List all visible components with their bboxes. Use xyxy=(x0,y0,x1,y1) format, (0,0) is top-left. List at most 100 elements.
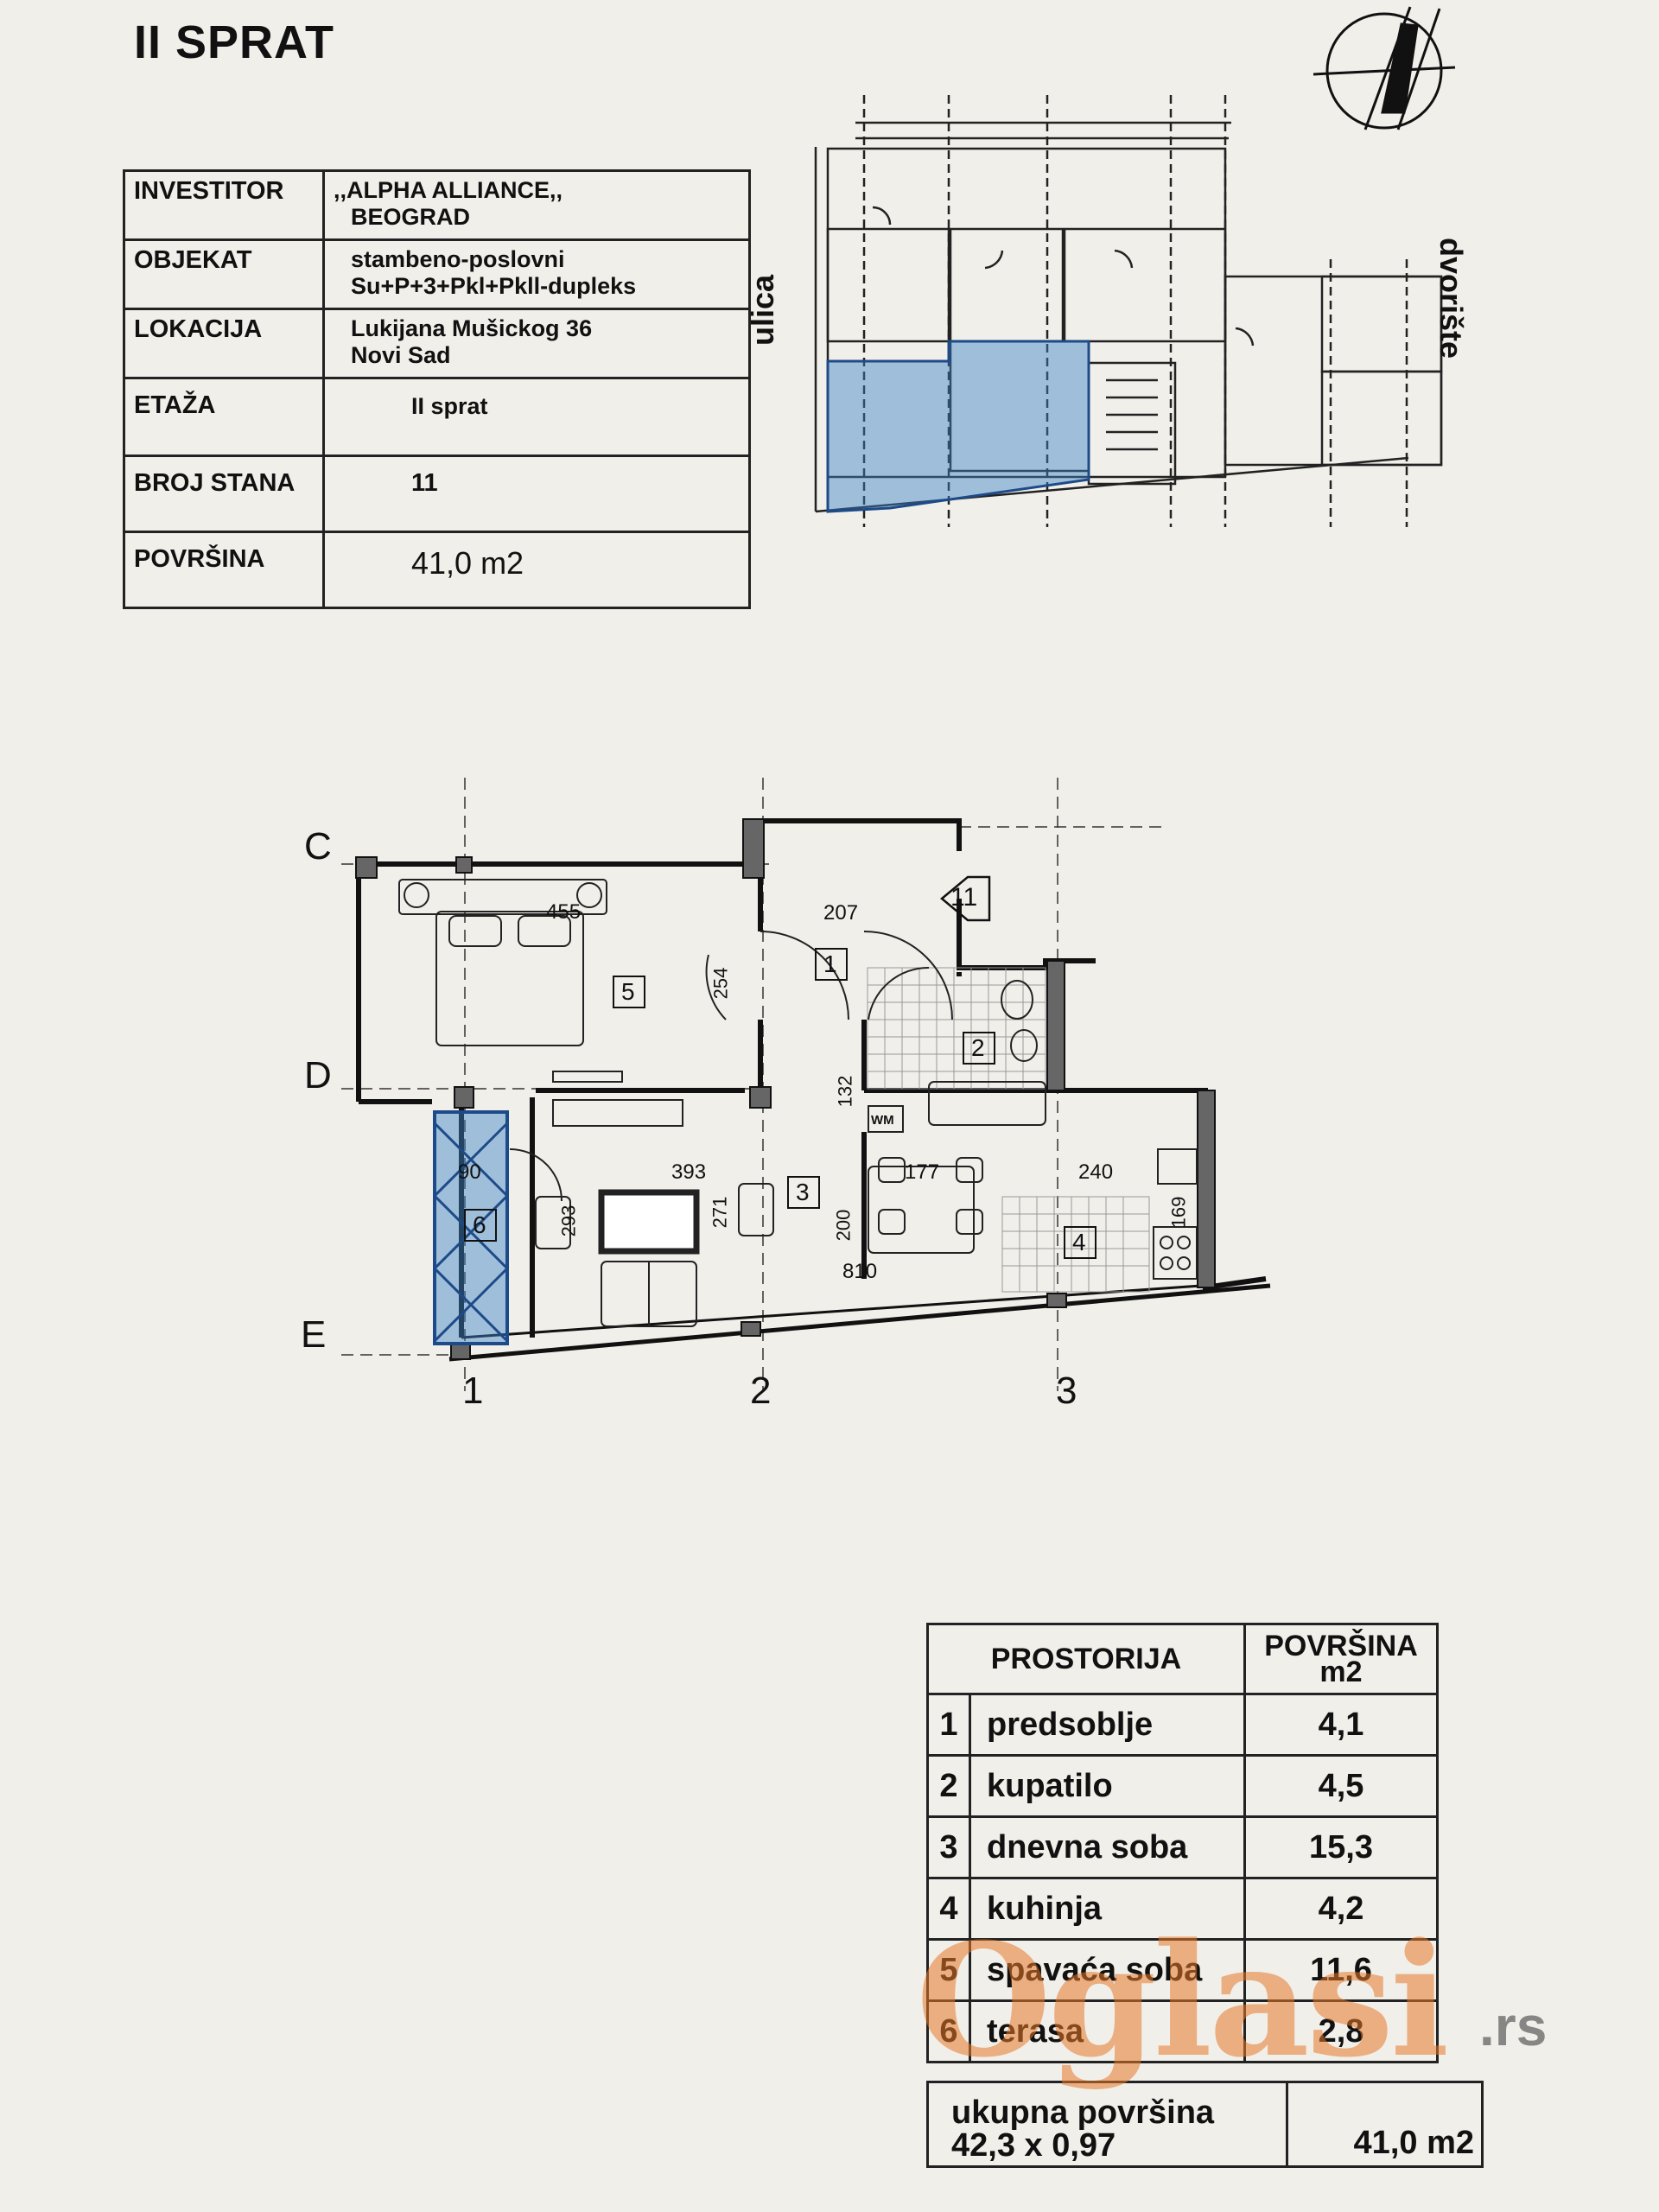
site-plan-yard-label: dvorište xyxy=(1433,238,1469,359)
axis-label-d: D xyxy=(304,1054,332,1096)
room-name: kuhinja xyxy=(969,1877,1246,1941)
axis-label-e: E xyxy=(301,1313,327,1356)
room-number-2: 2 xyxy=(971,1034,985,1061)
north-compass-icon xyxy=(1313,6,1456,130)
room-number-3: 3 xyxy=(796,1179,810,1205)
axis-label-1: 1 xyxy=(462,1370,484,1412)
room-no: 4 xyxy=(926,1877,971,1941)
dim-393: 393 xyxy=(671,1160,707,1184)
dim-132: 132 xyxy=(834,1075,856,1108)
room-name: kupatilo xyxy=(969,1754,1246,1818)
room-number-4: 4 xyxy=(1072,1229,1086,1255)
investor-name: ,,ALPHA ALLIANCE,, xyxy=(334,177,563,203)
info-key: BROJ STANA xyxy=(123,454,325,533)
dim-177: 177 xyxy=(905,1160,940,1184)
header-room: PROSTORIJA xyxy=(926,1623,1246,1695)
axis-label-3: 3 xyxy=(1056,1370,1077,1412)
info-row: BROJ STANA 11 xyxy=(123,454,751,533)
dim-169: 169 xyxy=(1167,1196,1190,1229)
room-number-5: 5 xyxy=(621,978,635,1005)
room-area: 4,5 xyxy=(1243,1754,1439,1818)
info-key: LOKACIJA xyxy=(123,308,325,379)
object-type: stambeno-poslovni xyxy=(351,246,565,272)
watermark-logo: Oglasi xyxy=(916,1910,1449,2092)
dim-240: 240 xyxy=(1078,1160,1114,1184)
dim-455: 455 xyxy=(546,900,582,924)
dim-810: 810 xyxy=(842,1260,878,1283)
info-key: ETAŽA xyxy=(123,377,325,457)
info-row: INVESTITOR ,,ALPHA ALLIANCE,,BEOGRAD xyxy=(123,169,751,241)
area-value: 41,0 m2 xyxy=(322,531,751,609)
floor-tiles xyxy=(867,967,1150,1293)
info-key: POVRŠINA xyxy=(123,531,325,609)
room-no: 1 xyxy=(926,1693,971,1757)
room-name: spavaća soba xyxy=(969,1938,1246,2002)
location-city: Novi Sad xyxy=(351,342,451,368)
room-area: 4,1 xyxy=(1243,1693,1439,1757)
table-row: 6 terasa 2,8 xyxy=(926,1999,1439,2063)
table-row: 3 dnevna soba 15,3 xyxy=(926,1815,1439,1879)
total-label-2: 42,3 x 0,97 xyxy=(951,2127,1116,2164)
table-row: 4 kuhinja 4,2 xyxy=(926,1877,1439,1941)
dim-200: 200 xyxy=(832,1209,855,1242)
room-number-1: 1 xyxy=(823,950,837,977)
axis-lines xyxy=(341,778,1166,1391)
object-floors: Su+P+3+Pkl+Pkll-dupleks xyxy=(351,273,637,299)
investor-city: BEOGRAD xyxy=(351,204,471,230)
info-row: POVRŠINA 41,0 m2 xyxy=(123,531,751,609)
table-row: 1 predsoblje 4,1 xyxy=(926,1693,1439,1757)
info-key: INVESTITOR xyxy=(123,169,325,241)
info-table: INVESTITOR ,,ALPHA ALLIANCE,,BEOGRAD OBJ… xyxy=(123,169,751,609)
table-row: 5 spavaća soba 11,6 xyxy=(926,1938,1439,2002)
header-area-2: m2 xyxy=(1319,1656,1363,1688)
washing-machine-label: WM xyxy=(871,1113,894,1128)
apartment-number: 11 xyxy=(950,883,978,912)
total-label-1: ukupna površina xyxy=(951,2094,1215,2131)
dim-254: 254 xyxy=(709,967,732,1000)
room-no: 5 xyxy=(926,1938,971,2002)
room-area: 11,6 xyxy=(1243,1938,1439,2002)
room-no: 3 xyxy=(926,1815,971,1879)
floor-plan-walls xyxy=(356,818,1271,1362)
room-area: 4,2 xyxy=(1243,1877,1439,1941)
room-area: 15,3 xyxy=(1243,1815,1439,1879)
dim-207: 207 xyxy=(823,901,859,925)
furniture xyxy=(398,879,1198,1327)
info-row: ETAŽA II sprat xyxy=(123,377,751,457)
total-value: 41,0 m2 xyxy=(1286,2081,1484,2168)
page-title: II SPRAT xyxy=(134,16,335,68)
room-number-6: 6 xyxy=(473,1211,486,1238)
room-no: 2 xyxy=(926,1754,971,1818)
room-name: dnevna soba xyxy=(969,1815,1246,1879)
wall-columns xyxy=(355,818,1216,1360)
info-value: ,,ALPHA ALLIANCE,,BEOGRAD xyxy=(322,169,751,241)
dim-90: 90 xyxy=(458,1160,481,1184)
header-area-1: POVRŠINA xyxy=(1264,1630,1418,1662)
room-name: terasa xyxy=(969,1999,1246,2063)
table-row: 2 kupatilo 4,5 xyxy=(926,1754,1439,1818)
room-no: 6 xyxy=(926,1999,971,2063)
watermark-tld: .rs xyxy=(1479,1995,1548,2057)
dim-271: 271 xyxy=(709,1196,731,1229)
apartment-number-value: 11 xyxy=(322,454,751,533)
terrace-6 xyxy=(433,1110,509,1345)
room-name: predsoblje xyxy=(969,1693,1246,1757)
location-street: Lukijana Mušickog 36 xyxy=(351,315,593,341)
axis-label-c: C xyxy=(304,825,332,868)
dim-293: 293 xyxy=(557,1205,580,1237)
room-area: 2,8 xyxy=(1243,1999,1439,2063)
info-key: OBJEKAT xyxy=(123,238,325,310)
site-plan xyxy=(814,95,1443,527)
site-plan-apartment-highlight xyxy=(826,340,1090,513)
axis-label-2: 2 xyxy=(750,1370,772,1412)
